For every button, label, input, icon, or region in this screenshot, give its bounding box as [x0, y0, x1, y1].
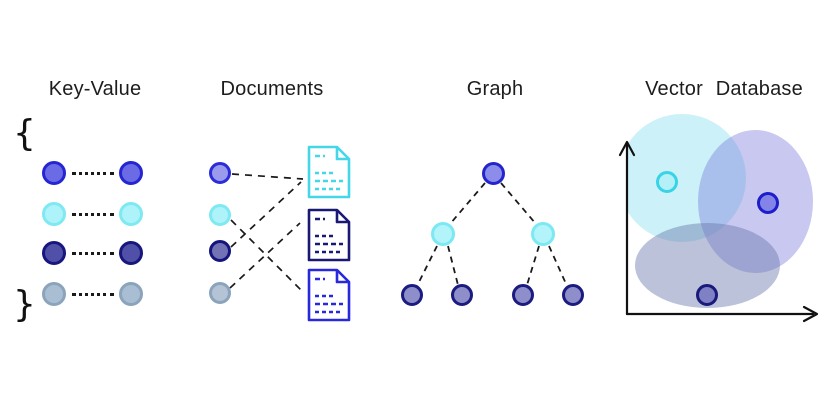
- document-icon-cyan: [307, 145, 351, 199]
- graph-mid-node-right: [531, 222, 555, 246]
- value-circle-blue: [119, 161, 143, 185]
- vector-point-dark: [696, 284, 718, 306]
- vector-point-blue: [757, 192, 779, 214]
- edge-midleft-leaf2: [447, 245, 459, 286]
- kv-dotted-link: [72, 252, 114, 255]
- kv-dotted-link: [72, 172, 114, 175]
- documents-title: Documents: [220, 78, 324, 100]
- cluster-cyan: [628, 114, 746, 242]
- value-circle-cyan: [119, 202, 143, 226]
- open-brace: {: [13, 113, 36, 154]
- key-circle-blue: [42, 161, 66, 185]
- value-circle-steel: [119, 282, 143, 306]
- close-brace: }: [13, 284, 36, 325]
- vector-database-title: Vector Database: [645, 78, 803, 100]
- graph-root-node: [482, 162, 505, 185]
- key-circle-indigo: [42, 241, 66, 265]
- graph-leaf-node-3: [512, 284, 534, 306]
- link-record1-doc1: [231, 173, 304, 180]
- vector-point-cyan: [656, 171, 678, 193]
- kv-dotted-link: [72, 213, 114, 216]
- edge-midright-leaf4: [548, 245, 568, 287]
- document-icon-navy: [307, 208, 351, 262]
- edge-root-midright: [500, 182, 537, 225]
- record-circle-blue: [209, 162, 231, 184]
- graph-leaf-node-1: [401, 284, 423, 306]
- record-circle-steel: [209, 282, 231, 304]
- cluster-purple: [698, 130, 813, 273]
- record-circle-slate: [209, 240, 231, 262]
- value-circle-indigo: [119, 241, 143, 265]
- edge-midleft-leaf1: [416, 245, 438, 287]
- record-circle-cyan: [209, 204, 231, 226]
- graph-mid-node-left: [431, 222, 455, 246]
- key-value-title: Key-Value: [48, 78, 142, 100]
- link-record2-doc3: [230, 219, 302, 291]
- link-record3-doc1: [230, 181, 302, 248]
- kv-dotted-link: [72, 293, 114, 296]
- graph-leaf-node-2: [451, 284, 473, 306]
- graph-leaf-node-4: [562, 284, 584, 306]
- key-circle-cyan: [42, 202, 66, 226]
- link-record4-doc2: [229, 222, 301, 289]
- document-icon-blue: [307, 268, 351, 322]
- vector-plot-area: [628, 112, 820, 315]
- key-circle-steel: [42, 282, 66, 306]
- edge-midright-leaf3: [526, 245, 540, 286]
- graph-title: Graph: [466, 78, 524, 100]
- edge-root-midleft: [449, 182, 486, 225]
